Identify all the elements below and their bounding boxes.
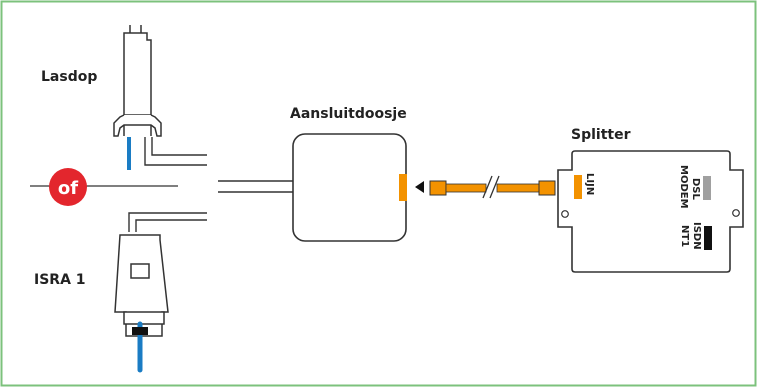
isra-wires [128, 212, 207, 232]
splitter-isdn-port [704, 226, 712, 250]
splitter-screw-right [732, 209, 740, 217]
lasdop-wires [144, 137, 207, 166]
cable-plug-left [429, 180, 447, 196]
label-nt1: NT1 [679, 225, 690, 247]
of-circle [49, 168, 87, 206]
isra-clip [132, 327, 148, 335]
cable-body-left [445, 183, 487, 193]
label-aansluitdoosje: Aansluitdoosje [290, 106, 407, 122]
lasdop-connector [113, 25, 162, 137]
cable-body-right [496, 183, 540, 193]
aansluitdoosje-box [292, 133, 407, 242]
label-isra: ISRA 1 [34, 272, 86, 288]
label-dsl: DSL [690, 178, 701, 201]
label-modem: MODEM [678, 165, 689, 209]
isra-connector [114, 234, 169, 337]
splitter-body [557, 150, 744, 273]
cable-plug-right [538, 180, 556, 196]
splitter-dsl-port [703, 176, 711, 200]
label-lijn: LIJN [584, 173, 595, 195]
splitter-screw-left [561, 210, 569, 218]
label-isdn: ISDN [691, 222, 702, 250]
arrow-left-icon [415, 181, 424, 193]
junction-wires [218, 180, 293, 193]
label-splitter: Splitter [571, 127, 631, 143]
cable-break-icon [482, 175, 500, 199]
label-of: of [58, 178, 78, 199]
splitter-lijn-port [574, 175, 582, 199]
aansluitdoosje-port [399, 174, 407, 201]
label-lasdop: Lasdop [41, 69, 97, 85]
